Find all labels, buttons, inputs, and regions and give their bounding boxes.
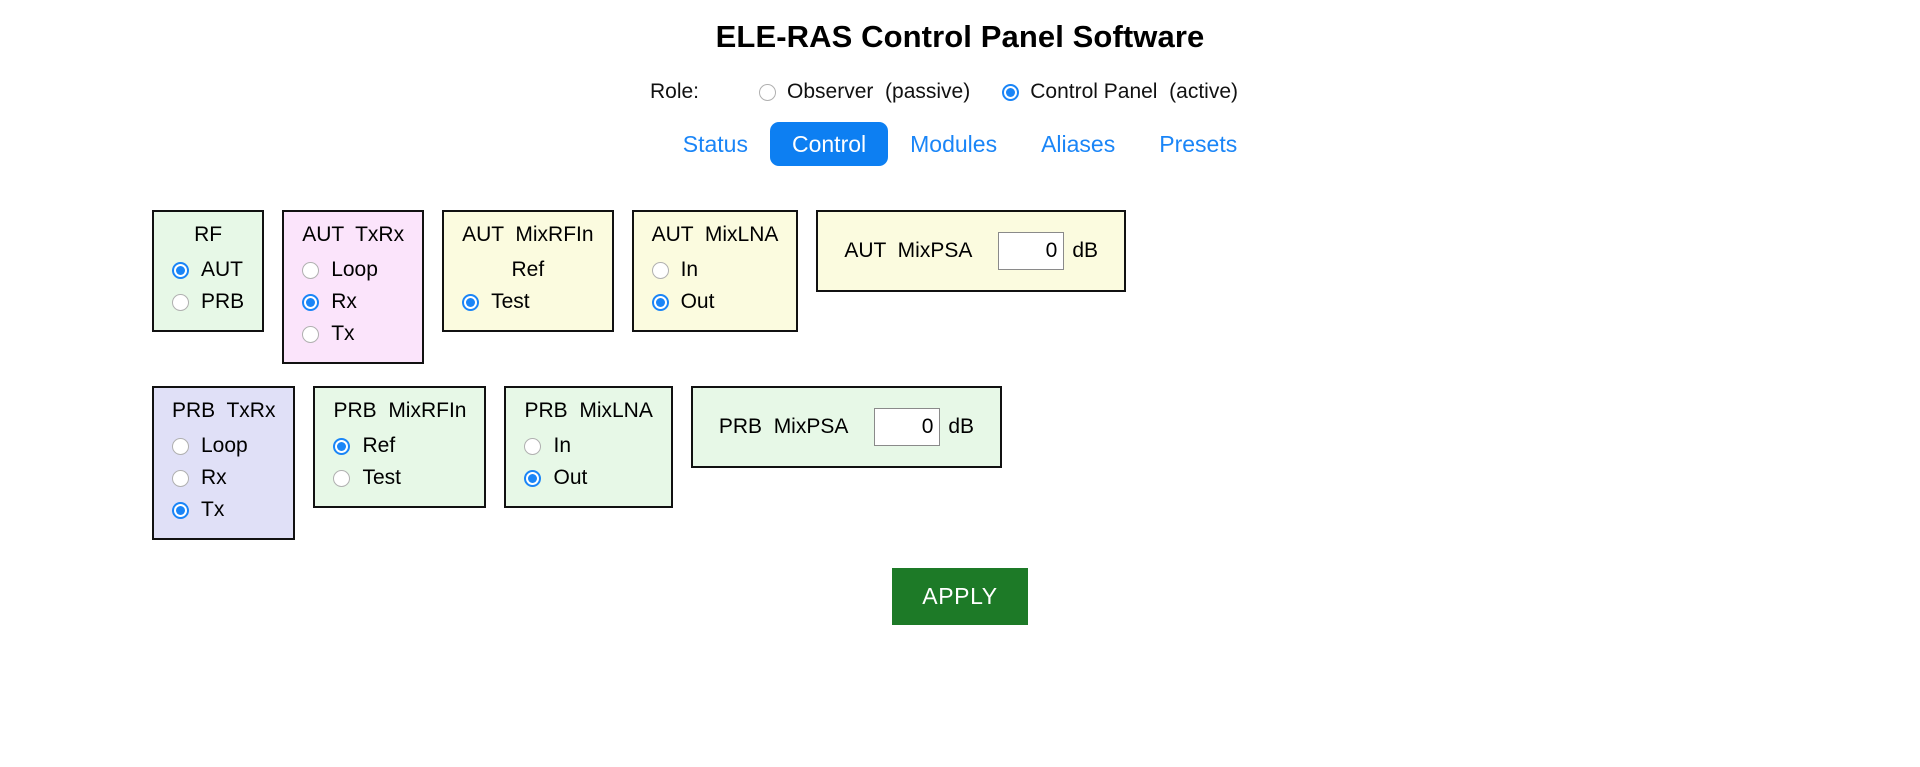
option-test[interactable]: Test: [462, 286, 530, 318]
radio-unselected-icon[interactable]: [172, 293, 189, 311]
option-label: Loop: [201, 434, 248, 457]
panel-title: AUT MixPSA: [844, 239, 973, 262]
radio-unselected-icon[interactable]: [759, 83, 777, 101]
panel-title: AUT MixRFIn: [462, 223, 594, 246]
option-label: Out: [553, 466, 588, 489]
role-label: Role:: [649, 80, 700, 103]
role-option-observer[interactable]: Observer (passive): [759, 80, 970, 104]
radio-unselected-icon[interactable]: [302, 325, 320, 343]
role-options: Observer (passive) Control Panel (active): [759, 80, 1270, 104]
role-option-label: Control Panel (active): [1030, 80, 1238, 103]
panel-title: RF: [194, 223, 223, 246]
apply-row: APPLY: [0, 568, 1920, 625]
radio-selected-icon[interactable]: [1002, 83, 1020, 101]
panel-title: AUT MixLNA: [651, 223, 779, 246]
radio-unselected-icon[interactable]: [172, 469, 189, 487]
option-label: PRB: [201, 290, 245, 313]
page-title: ELE-RAS Control Panel Software: [715, 19, 1205, 54]
option-label: Ref: [362, 434, 396, 457]
tab-aliases[interactable]: Aliases: [1041, 131, 1116, 157]
option-label: Out: [680, 290, 715, 313]
option-label: Test: [491, 290, 530, 313]
apply-button[interactable]: APPLY: [892, 568, 1028, 625]
option-label: Rx: [201, 466, 227, 489]
radio-selected-icon[interactable]: [462, 293, 480, 311]
option-out[interactable]: Out: [651, 286, 715, 318]
panel-title: PRB MixPSA: [718, 415, 849, 438]
psa-gain-input[interactable]: [874, 408, 941, 446]
option-label: Test: [362, 466, 401, 489]
option-label: In: [680, 258, 699, 281]
option-test[interactable]: Test: [333, 462, 401, 494]
psa-unit-label: dB: [948, 415, 975, 438]
tab-presets[interactable]: Presets: [1159, 131, 1238, 157]
radio-unselected-icon[interactable]: [524, 437, 542, 455]
option-loop[interactable]: Loop: [302, 254, 378, 286]
psa-unit-label: dB: [1072, 239, 1099, 262]
role-option-control-panel[interactable]: Control Panel (active): [1002, 80, 1238, 104]
option-tx[interactable]: Tx: [302, 318, 355, 350]
option-label: AUT: [201, 258, 243, 281]
option-label: In: [553, 434, 571, 457]
panel-title: AUT TxRx: [302, 223, 405, 246]
option-ref: Ref: [511, 254, 544, 286]
psa-gain-input[interactable]: [998, 232, 1065, 270]
tab-bar: Status Control Modules Aliases Presets: [0, 122, 1920, 166]
option-ref[interactable]: Ref: [333, 430, 395, 462]
option-tx[interactable]: Tx: [172, 494, 224, 526]
option-rx[interactable]: Rx: [172, 462, 227, 494]
option-label: Ref: [511, 258, 545, 281]
option-out[interactable]: Out: [524, 462, 587, 494]
option-label: Rx: [331, 290, 357, 313]
tab-status[interactable]: Status: [682, 131, 748, 157]
radio-selected-icon[interactable]: [651, 293, 669, 311]
panel-aut-mixpsa: AUT MixPSA dB: [816, 210, 1127, 292]
panel-title: PRB TxRx: [172, 399, 276, 422]
radio-unselected-icon[interactable]: [172, 437, 189, 455]
panel-prb-mixpsa: PRB MixPSA dB: [690, 386, 1003, 468]
option-label: Loop: [331, 258, 378, 281]
option-aut[interactable]: AUT: [172, 254, 243, 286]
radio-selected-icon[interactable]: [172, 501, 189, 519]
option-in[interactable]: In: [524, 430, 571, 462]
panel-title: PRB MixLNA: [524, 399, 653, 422]
role-option-label: Observer (passive): [787, 80, 971, 103]
panel-rf: RF AUT PRB: [152, 210, 265, 332]
radio-unselected-icon[interactable]: [333, 469, 351, 487]
option-rx[interactable]: Rx: [302, 286, 357, 318]
radio-unselected-icon[interactable]: [302, 261, 320, 279]
option-prb[interactable]: PRB: [172, 286, 244, 318]
radio-selected-icon[interactable]: [172, 261, 189, 279]
option-loop[interactable]: Loop: [172, 430, 248, 462]
option-label: Tx: [201, 498, 225, 521]
radio-selected-icon[interactable]: [302, 293, 320, 311]
role-selector: Role: Observer (passive) Control Panel (a…: [0, 80, 1920, 104]
option-in[interactable]: In: [651, 254, 699, 286]
tab-control[interactable]: Control: [769, 122, 889, 166]
radio-unselected-icon[interactable]: [651, 261, 669, 279]
option-label: Tx: [331, 322, 355, 345]
panel-title: PRB MixRFIn: [333, 399, 467, 422]
radio-selected-icon[interactable]: [524, 469, 542, 487]
radio-selected-icon[interactable]: [333, 437, 351, 455]
tab-modules[interactable]: Modules: [910, 131, 998, 157]
